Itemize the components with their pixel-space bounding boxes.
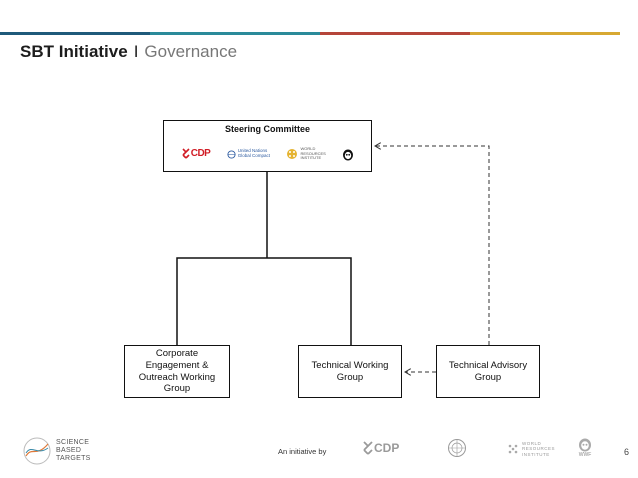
cdp-mark-icon bbox=[182, 148, 190, 159]
cdp-mark-icon bbox=[363, 441, 373, 455]
footer-un-logo bbox=[447, 438, 467, 458]
un-global-compact-logo: United Nations Global Compact bbox=[227, 148, 270, 159]
corporate-engagement-group-box: Corporate Engagement & Outreach Working … bbox=[124, 345, 230, 398]
un-globe-icon bbox=[227, 150, 236, 159]
title-main: SBT Initiative bbox=[20, 42, 128, 61]
wri-dots-icon bbox=[287, 149, 298, 160]
header-color-bar bbox=[0, 32, 620, 35]
technical-working-group-box: Technical Working Group bbox=[298, 345, 402, 398]
sbt-footer-logo: SCIENCE BASED TARGETS bbox=[22, 436, 91, 466]
initiative-label: An initiative by bbox=[278, 447, 327, 456]
color-bar-segment bbox=[320, 32, 470, 35]
steering-committee-title: Steering Committee bbox=[224, 124, 311, 134]
color-bar-segment bbox=[470, 32, 620, 35]
wri-logo: WORLD RESOURCES INSTITUTE bbox=[286, 147, 326, 161]
steering-logos: CDP United Nations Global Compact WORLD bbox=[173, 147, 363, 161]
technical-advisory-group-box: Technical Advisory Group bbox=[436, 345, 540, 398]
page-title: SBT Initiative I Governance bbox=[20, 42, 237, 62]
branch-line bbox=[176, 257, 352, 345]
panda-icon bbox=[579, 438, 591, 452]
footer-cdp-logo: CDP bbox=[362, 440, 399, 456]
advisory-to-steering-dashed-arrow bbox=[375, 146, 490, 345]
wwf-logo bbox=[342, 148, 354, 161]
sbt-curves-icon bbox=[23, 437, 51, 465]
color-bar-segment bbox=[150, 32, 320, 35]
wri-dots-icon bbox=[508, 444, 518, 454]
footer-wwf-logo: WWF bbox=[578, 436, 592, 458]
footer-wri-logo: WORLD RESOURCES INSTITUTE bbox=[506, 441, 555, 457]
title-subtitle: Governance bbox=[144, 42, 238, 61]
page-number: 6 bbox=[624, 447, 630, 457]
title-separator: I bbox=[133, 42, 139, 61]
cdp-logo: CDP bbox=[181, 148, 211, 161]
steering-committee-box: Steering Committee CDP United Nations Gl… bbox=[163, 120, 372, 172]
panda-icon bbox=[343, 149, 354, 161]
un-globe-icon bbox=[448, 439, 466, 457]
color-bar-segment bbox=[0, 32, 150, 35]
